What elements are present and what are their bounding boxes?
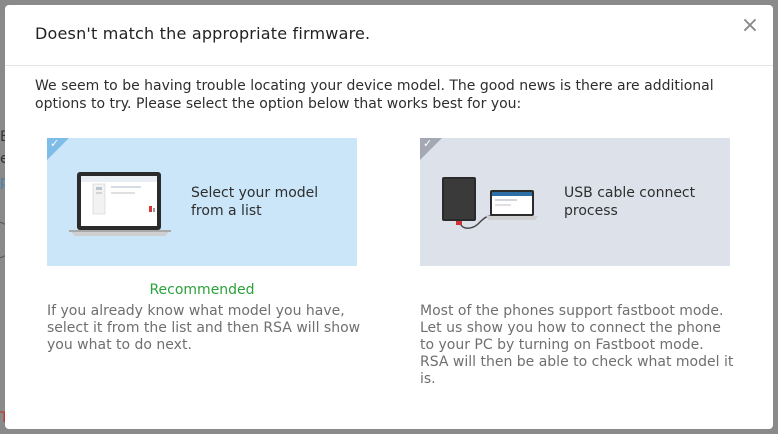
selected-corner [47,138,69,160]
option-description: If you already know what model you have,… [47,303,361,353]
laptop-model-list-icon [69,172,171,236]
background-text-fragment: e [0,151,9,167]
option-description: Most of the phones support fastboot mode… [420,303,734,387]
option-select-model-card[interactable]: ✓ Select your model from a list [47,138,357,266]
option-usb-connect-card[interactable]: ✓ USB cable connect process [420,138,730,266]
check-icon: ✓ [50,138,60,150]
recommended-badge: Recommended [149,282,255,298]
background-link-fragment: p [0,174,9,190]
dialog-header: Doesn't match the appropriate firmware. … [5,5,773,66]
close-button[interactable]: × [740,13,760,38]
firmware-mismatch-dialog: Doesn't match the appropriate firmware. … [5,5,773,429]
phone-usb-laptop-icon [442,177,538,229]
option-label: Select your model from a list [191,185,319,219]
unselected-corner [420,138,442,160]
option-label: USB cable connect process [564,185,696,219]
check-icon: ✓ [423,138,433,150]
background-text-fragment: T [0,410,9,426]
dialog-intro-text: We seem to be having trouble locating yo… [35,78,714,112]
dialog-title: Doesn't match the appropriate firmware. [35,24,371,43]
background-text-fragment: E [0,129,9,145]
